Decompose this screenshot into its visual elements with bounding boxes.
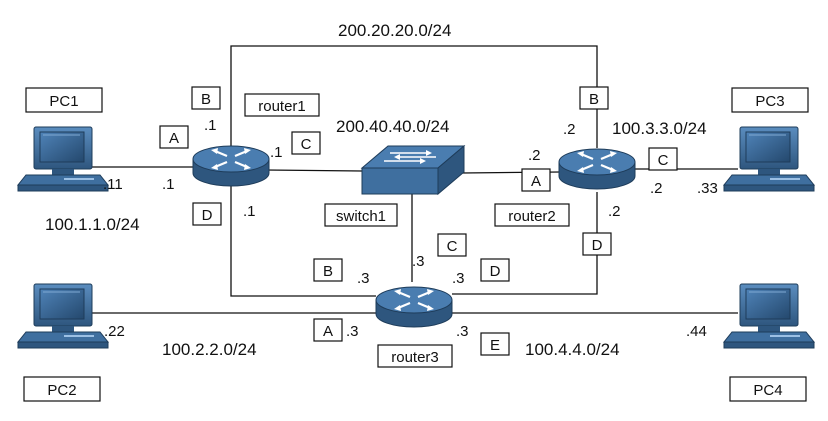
svg-text:D: D <box>592 237 603 254</box>
router3-icon <box>374 285 454 329</box>
svg-text:D: D <box>490 263 501 280</box>
r2-iface-d: D <box>582 232 612 256</box>
link-router2-router3 <box>452 192 598 295</box>
addr-r2-c: .2 <box>650 180 663 197</box>
addr-r2-a: .2 <box>528 147 541 164</box>
addr-r3-b: .3 <box>357 270 370 287</box>
addr-r3-c: .3 <box>412 253 425 270</box>
router1-icon <box>191 144 271 188</box>
pc1-label: PC1 <box>25 87 103 113</box>
addr-r1-d: .1 <box>243 203 256 220</box>
svg-text:E: E <box>490 337 500 354</box>
addr-r3-d: .3 <box>452 270 465 287</box>
r2-iface-b: B <box>579 86 609 110</box>
router1-label: router1 <box>244 93 320 117</box>
addr-r1-b: .1 <box>204 117 217 134</box>
pc2-label: PC2 <box>23 376 101 402</box>
r1-iface-d: D <box>192 202 222 226</box>
addr-r2-b: .2 <box>563 121 576 138</box>
svg-text:C: C <box>447 238 458 255</box>
r1-iface-c: C <box>291 131 321 155</box>
svg-text:PC1: PC1 <box>49 93 78 110</box>
svg-text:A: A <box>169 130 179 147</box>
r3-iface-b: B <box>313 258 343 282</box>
addr-pc4: .44 <box>686 323 707 340</box>
net-label-pc1-lan: 100.1.1.0/24 <box>45 215 140 234</box>
net-label-pc4-lan: 100.4.4.0/24 <box>525 340 620 359</box>
addr-pc3: .33 <box>697 180 718 197</box>
addr-r1-c: .1 <box>270 144 283 161</box>
svg-text:B: B <box>323 263 333 280</box>
svg-text:PC2: PC2 <box>47 382 76 399</box>
net-label-center: 200.40.40.0/24 <box>336 117 449 136</box>
r3-iface-c: C <box>437 233 467 257</box>
pc2-icon <box>17 283 109 349</box>
svg-text:B: B <box>201 91 211 108</box>
net-label-pc2-lan: 100.2.2.0/24 <box>162 340 257 359</box>
r2-iface-a: A <box>521 168 551 192</box>
link-router1-router3 <box>230 185 376 297</box>
r1-iface-a: A <box>159 125 189 149</box>
pc3-label: PC3 <box>731 87 809 113</box>
r1-iface-b: B <box>191 86 221 110</box>
r3-iface-d: D <box>480 258 510 282</box>
link-router1-switch1 <box>265 169 363 172</box>
router2-label: router2 <box>494 203 570 227</box>
svg-text:C: C <box>658 152 669 169</box>
addr-pc2: .22 <box>104 323 125 340</box>
svg-text:D: D <box>202 207 213 224</box>
svg-text:A: A <box>323 323 333 340</box>
pc4-icon <box>723 283 815 349</box>
svg-text:C: C <box>301 136 312 153</box>
svg-text:router2: router2 <box>508 208 556 225</box>
addr-r3-a: .3 <box>346 323 359 340</box>
router3-label: router3 <box>377 344 453 368</box>
addr-pc1: .11 <box>103 176 123 193</box>
net-label-top: 200.20.20.0/24 <box>338 21 451 40</box>
r2-iface-c: C <box>648 147 678 171</box>
pc3-icon <box>723 126 815 192</box>
net-label-pc3-lan: 100.3.3.0/24 <box>612 119 707 138</box>
addr-r1-a: .1 <box>162 176 175 193</box>
r3-iface-e: E <box>480 332 510 356</box>
pc4-label: PC4 <box>729 376 807 402</box>
addr-r3-e: .3 <box>456 323 469 340</box>
router2-icon <box>557 147 637 191</box>
pc1-icon <box>17 126 109 192</box>
addr-r2-d: .2 <box>608 203 621 220</box>
svg-text:B: B <box>589 91 599 108</box>
svg-text:PC4: PC4 <box>753 382 782 399</box>
svg-text:router1: router1 <box>258 98 306 115</box>
switch-icon <box>361 145 465 195</box>
r3-iface-a: A <box>313 318 343 342</box>
svg-text:PC3: PC3 <box>755 93 784 110</box>
switch1-label: switch1 <box>324 203 398 227</box>
svg-text:switch1: switch1 <box>336 208 386 225</box>
svg-text:A: A <box>531 173 541 190</box>
svg-text:router3: router3 <box>391 349 439 366</box>
